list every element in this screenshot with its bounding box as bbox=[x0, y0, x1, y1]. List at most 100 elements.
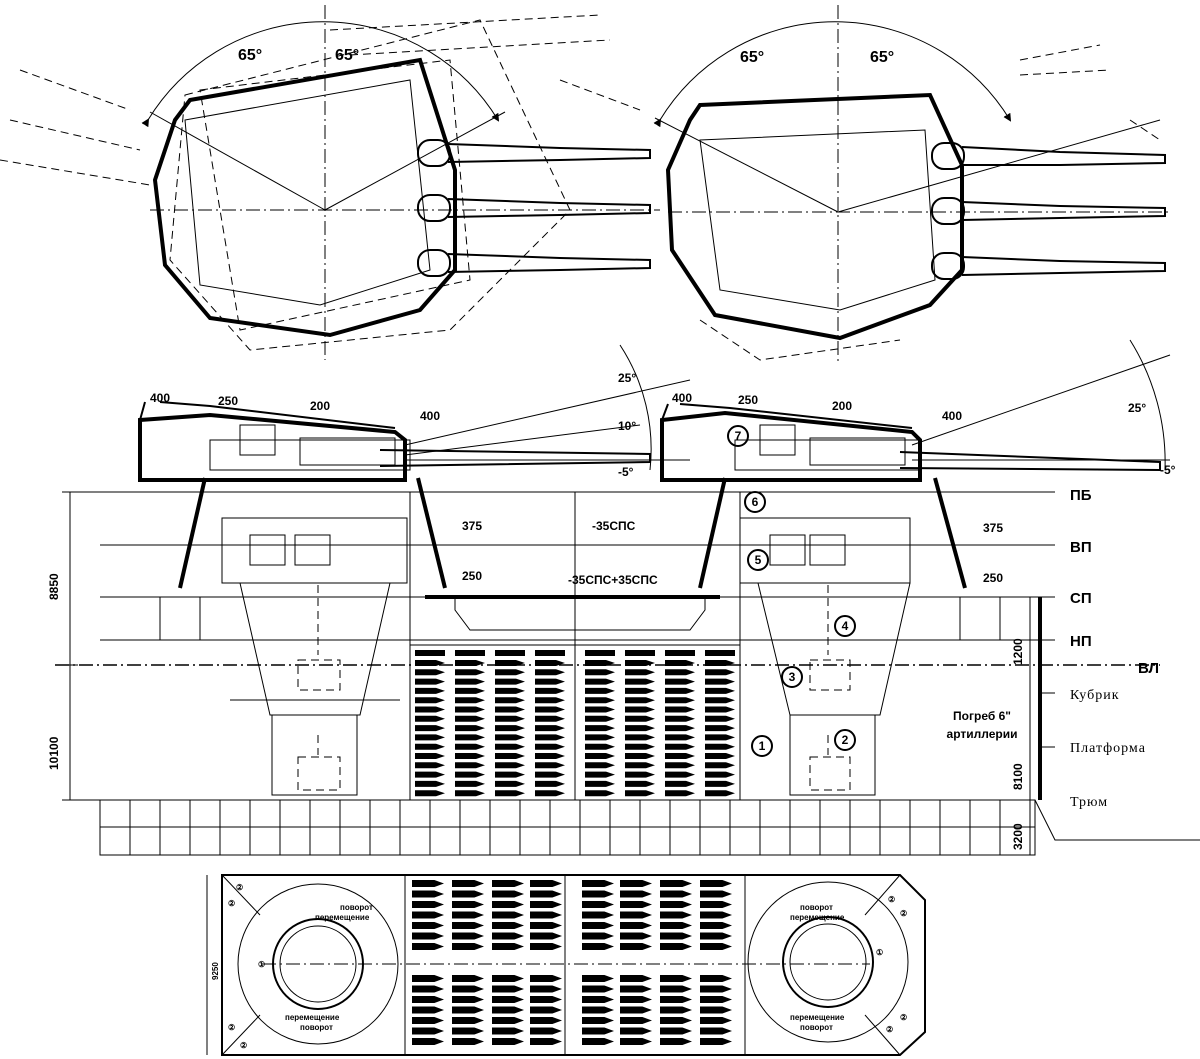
shell-icon bbox=[700, 911, 732, 919]
shell-icon bbox=[455, 743, 485, 750]
deck-armor-upper-label: -35СПС bbox=[592, 519, 636, 533]
plan-width-dim: 9250 bbox=[211, 962, 220, 980]
plan-right-label-rotate: поворот bbox=[800, 903, 833, 912]
magazine-plan: 9250 поворот перемещение перемещение пов… bbox=[206, 874, 926, 1056]
shell-icon bbox=[530, 1006, 562, 1014]
shell-icon bbox=[660, 1027, 692, 1035]
shell-icon bbox=[625, 790, 655, 797]
shell-icon bbox=[495, 725, 525, 732]
shell-icon bbox=[535, 678, 565, 685]
shell-icon bbox=[452, 985, 484, 993]
elevation-down-label: -5° bbox=[618, 465, 634, 479]
shell-icon bbox=[455, 734, 485, 741]
shell-icon bbox=[705, 753, 735, 759]
shell-icon bbox=[585, 753, 615, 759]
shell-icon bbox=[620, 1006, 652, 1014]
corner-mark: ② bbox=[228, 899, 235, 908]
shell-icon bbox=[412, 1027, 444, 1035]
shell-icon bbox=[660, 880, 692, 887]
armor-front-label: 400 bbox=[942, 409, 962, 423]
deck-armor-lower-label: -35СПС+35СПС bbox=[568, 573, 658, 587]
shell-icon bbox=[412, 911, 444, 919]
shell-icon bbox=[625, 697, 655, 704]
svg-text:4: 4 bbox=[842, 619, 849, 633]
magazine-label-line1: Погреб 6" bbox=[953, 709, 1011, 723]
shell-icon bbox=[660, 1038, 692, 1045]
shell-icon bbox=[495, 762, 525, 769]
deck-label-sp: СП bbox=[1070, 590, 1092, 607]
shell-icon bbox=[452, 911, 484, 919]
shell-icon bbox=[415, 734, 445, 741]
shell-icon bbox=[665, 725, 695, 732]
shell-icon bbox=[455, 715, 485, 722]
hoist-mark-right: ① bbox=[876, 948, 883, 957]
shell-icon bbox=[660, 996, 692, 1003]
shell-icon bbox=[705, 771, 735, 778]
barbette-upper-label: 375 bbox=[462, 519, 482, 533]
shell-icon bbox=[535, 706, 565, 713]
armor-roof-label: 200 bbox=[832, 399, 852, 413]
shell-icon bbox=[492, 901, 524, 908]
plan-left-label-move: перемещение bbox=[315, 913, 370, 922]
shell-icon bbox=[700, 890, 732, 898]
shell-icon bbox=[530, 901, 562, 908]
shell-icon bbox=[585, 678, 615, 685]
shell-icon bbox=[700, 975, 732, 982]
barbette-upper-label: 375 bbox=[983, 521, 1003, 535]
shell-icon bbox=[530, 985, 562, 993]
shell-icon bbox=[412, 890, 444, 898]
shell-icon bbox=[620, 922, 652, 929]
armor-roof-rear-label: 250 bbox=[738, 393, 758, 407]
shell-icon bbox=[665, 771, 695, 778]
shell-icon bbox=[625, 706, 655, 713]
turret-plan-right: 65° 65° bbox=[653, 5, 1170, 365]
shell-array bbox=[412, 660, 735, 1045]
shell-icon bbox=[585, 780, 615, 787]
shell-icon bbox=[620, 880, 652, 887]
shell-icon bbox=[495, 669, 525, 676]
shell-icon bbox=[455, 790, 485, 797]
shell-icon bbox=[582, 1006, 614, 1014]
shell-icon bbox=[582, 890, 614, 898]
shell-icon bbox=[495, 753, 525, 759]
shell-icon bbox=[665, 743, 695, 750]
armor-roof-rear-label: 250 bbox=[218, 394, 238, 408]
svg-text:1: 1 bbox=[759, 739, 766, 753]
shell-icon bbox=[495, 660, 525, 666]
shell-icon bbox=[665, 780, 695, 787]
shell-icon bbox=[660, 1017, 692, 1024]
shell-icon bbox=[665, 687, 695, 694]
shell-icon bbox=[700, 901, 732, 908]
shell-icon bbox=[660, 911, 692, 919]
shell-icon bbox=[455, 706, 485, 713]
shell-icon bbox=[665, 790, 695, 797]
elevation-up-label: 25° bbox=[1128, 401, 1146, 415]
callout-1: 1 bbox=[751, 735, 773, 757]
shell-icon bbox=[530, 890, 562, 898]
shell-icon bbox=[700, 932, 732, 940]
armor-front-label: 400 bbox=[420, 409, 440, 423]
shell-icon bbox=[582, 975, 614, 982]
shell-icon bbox=[530, 975, 562, 982]
shell-icon bbox=[665, 678, 695, 685]
shell-icon bbox=[455, 771, 485, 778]
shell-icon bbox=[700, 943, 732, 950]
shell-icon bbox=[415, 743, 445, 750]
shell-icon bbox=[492, 985, 524, 993]
shell-icon bbox=[585, 706, 615, 713]
shell-icon bbox=[492, 1038, 524, 1045]
shell-icon bbox=[660, 1006, 692, 1014]
shell-icon bbox=[705, 669, 735, 676]
shell-icon bbox=[452, 932, 484, 940]
shell-icon bbox=[660, 932, 692, 940]
angle-starboard-label: 65° bbox=[335, 47, 359, 64]
svg-text:6: 6 bbox=[752, 495, 759, 509]
shell-icon bbox=[452, 1027, 484, 1035]
shell-icon bbox=[665, 753, 695, 759]
shell-icon bbox=[415, 753, 445, 759]
shell-icon bbox=[700, 1017, 732, 1024]
shell-icon bbox=[705, 715, 735, 722]
shell-icon bbox=[705, 790, 735, 797]
shell-icon bbox=[585, 697, 615, 704]
shell-icon bbox=[665, 706, 695, 713]
